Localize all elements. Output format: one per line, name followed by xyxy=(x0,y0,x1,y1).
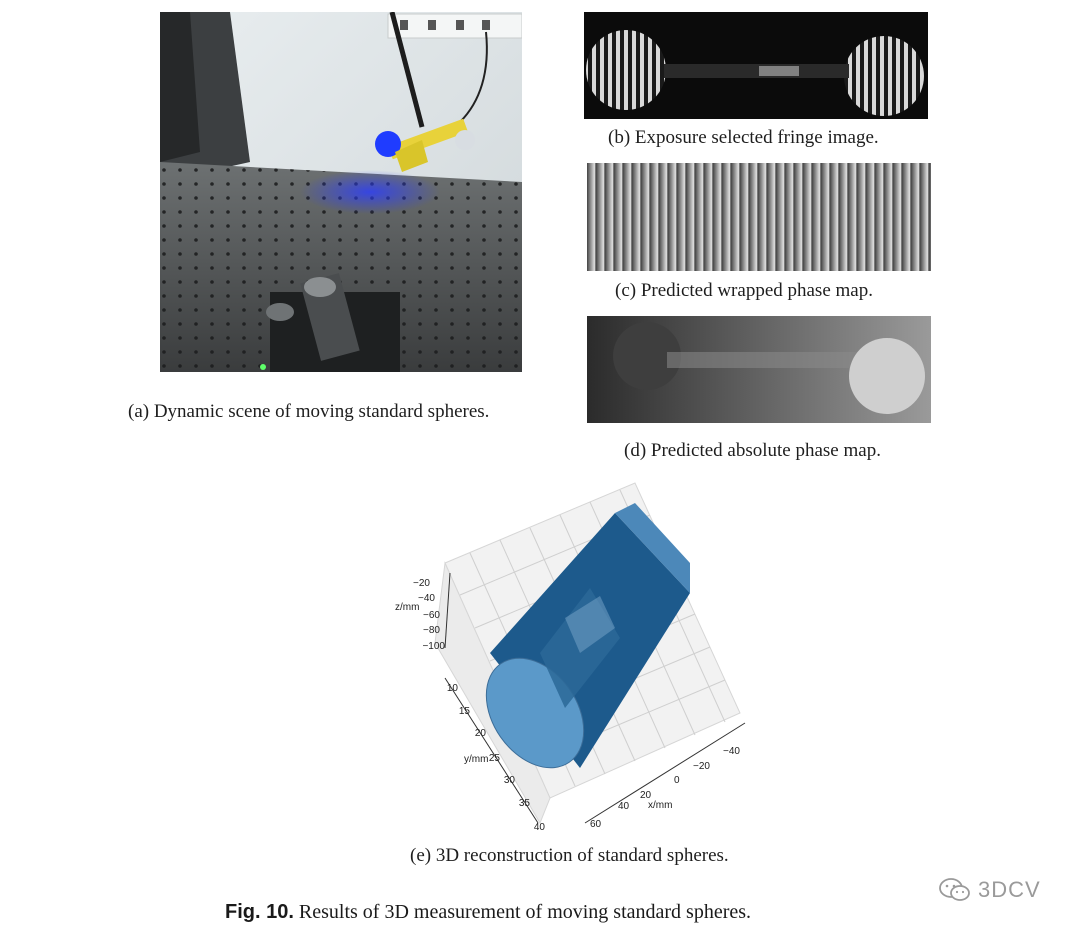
wechat-icon xyxy=(939,878,970,901)
y-tick: 35 xyxy=(519,798,531,809)
fringe-image xyxy=(584,12,928,119)
y-tick: 20 xyxy=(475,728,487,739)
watermark-text: 3DCV xyxy=(978,877,1041,902)
y-tick: 10 xyxy=(447,683,459,694)
panel-a-photo xyxy=(160,11,523,372)
z-tick: −100 xyxy=(422,641,445,652)
x-tick: 20 xyxy=(640,790,652,801)
panel-d-absolute-phase xyxy=(587,316,931,423)
x-tick: −40 xyxy=(723,746,740,757)
wrapped-phase-image xyxy=(587,163,931,271)
y-tick: 25 xyxy=(489,753,501,764)
z-tick: −40 xyxy=(418,593,435,604)
panel-c-wrapped-phase xyxy=(587,163,931,271)
z-tick: −60 xyxy=(423,610,440,621)
y-tick: 30 xyxy=(504,775,516,786)
x-axis-label: x/mm xyxy=(648,800,672,811)
panel-e-caption: (e) 3D reconstruction of standard sphere… xyxy=(410,845,729,866)
x-tick: 60 xyxy=(590,819,602,830)
y-tick: 15 xyxy=(459,706,471,717)
x-tick: −20 xyxy=(693,761,710,772)
figure-caption: Fig. 10. Results of 3D measurement of mo… xyxy=(225,901,751,924)
panel-c-caption: (c) Predicted wrapped phase map. xyxy=(615,280,873,301)
x-tick: 0 xyxy=(674,775,680,786)
panel-a-caption: (a) Dynamic scene of moving standard sph… xyxy=(128,401,490,422)
panel-d-caption: (d) Predicted absolute phase map. xyxy=(624,440,881,461)
panel-b-fringe-image xyxy=(584,12,928,119)
y-axis-label: y/mm xyxy=(464,754,488,765)
y-tick: 40 xyxy=(534,822,546,833)
watermark: 3DCV xyxy=(938,877,1041,903)
x-tick: 40 xyxy=(618,801,630,812)
panel-e-3d-plot: −20 −40 −60 −80 −100 z/mm 10 15 20 25 30… xyxy=(390,478,760,838)
figure-label: Fig. 10. xyxy=(225,901,294,923)
absolute-phase-image xyxy=(587,316,931,423)
figure-caption-text: Results of 3D measurement of moving stan… xyxy=(298,901,752,923)
z-axis-label: z/mm xyxy=(395,602,419,613)
z-tick: −20 xyxy=(413,578,430,589)
panel-b-caption: (b) Exposure selected fringe image. xyxy=(608,127,879,148)
z-tick: −80 xyxy=(423,625,440,636)
dynamic-scene-image xyxy=(160,11,523,372)
reconstruction-3d-plot: −20 −40 −60 −80 −100 z/mm 10 15 20 25 30… xyxy=(395,482,746,833)
